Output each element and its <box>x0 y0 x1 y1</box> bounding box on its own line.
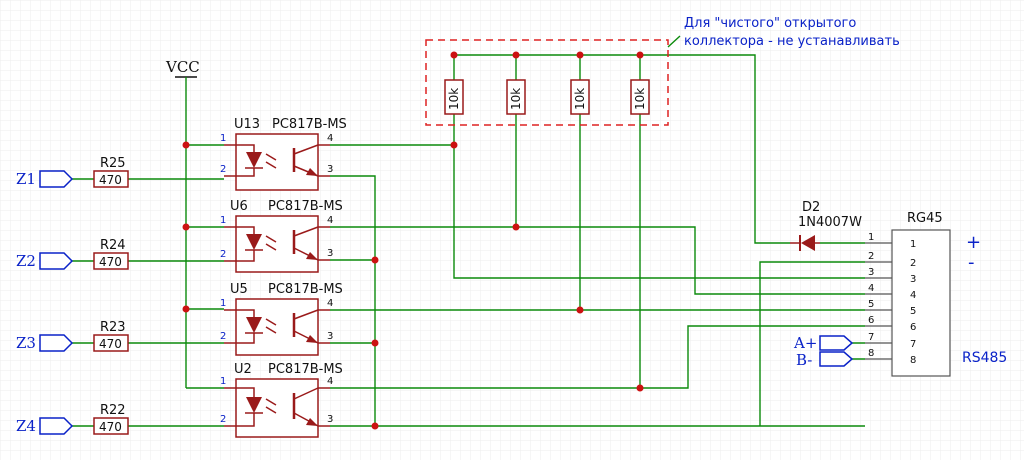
series-resistor <box>93 170 129 188</box>
input-port-icon <box>39 252 74 270</box>
conn-pin-inner: 7 <box>910 339 916 350</box>
input-port-label: Z1 <box>16 170 36 188</box>
optocoupler-u13: U13 PC817B-MS 1 2 3 4 <box>220 117 347 191</box>
minus-label: - <box>968 252 975 273</box>
conn-pin-outer: 1 <box>868 232 874 243</box>
connector-ref: RG45 <box>907 211 943 226</box>
series-resistor <box>93 334 129 352</box>
optocoupler-u5: U5 PC817B-MS 1 2 3 4 <box>220 282 343 356</box>
pullup-value: 10k <box>573 88 587 110</box>
b-port-icon <box>819 351 854 367</box>
dnp-region-box <box>425 39 669 126</box>
conn-pin-outer: 7 <box>868 332 874 343</box>
note-line-2: коллектора - не устанавливать <box>684 34 900 49</box>
optocoupler-u2: U2 PC817B-MS 1 2 3 4 <box>220 362 343 438</box>
pullup-resistors: 10k 10k 10k 10k <box>444 79 650 115</box>
opto-ref: U13 <box>234 117 260 132</box>
optocoupler-u6: U6 PC817B-MS 1 2 3 4 <box>220 199 343 273</box>
pin-3: 3 <box>327 414 333 425</box>
resistor-ref: R24 <box>100 238 126 253</box>
input-row-1: Z1 R25 470 <box>16 156 129 188</box>
input-port-label: Z3 <box>16 334 36 352</box>
conn-pin-inner: 5 <box>910 306 916 317</box>
pin-3: 3 <box>327 164 333 175</box>
input-row-4: Z4 R22 470 <box>16 403 129 435</box>
diode-ref: D2 <box>802 200 820 215</box>
series-resistor <box>93 252 129 270</box>
pullup-resistor-1: 10k <box>444 79 464 115</box>
plus-label: + <box>966 232 981 253</box>
a-port-icon <box>819 335 854 351</box>
diode-d2: D2 1N4007W <box>790 200 862 251</box>
junctions <box>182 51 644 430</box>
bus-ports: A+ B- <box>793 334 854 369</box>
b-port-label: B- <box>796 351 812 369</box>
series-resistor <box>93 417 129 435</box>
opto-part: PC817B-MS <box>268 282 343 297</box>
pin-1: 1 <box>220 133 226 144</box>
opto-ref: U2 <box>234 362 252 377</box>
conn-pin-outer: 2 <box>868 251 874 262</box>
resistor-value: 470 <box>99 255 122 269</box>
pin-2: 2 <box>220 164 226 175</box>
pin-1: 1 <box>220 376 226 387</box>
pin-4: 4 <box>327 215 333 226</box>
diode-part: 1N4007W <box>798 215 862 230</box>
pin-2: 2 <box>220 249 226 260</box>
conn-pin-outer: 4 <box>868 283 874 294</box>
conn-pin-inner: 1 <box>910 239 916 250</box>
pin-3: 3 <box>327 331 333 342</box>
conn-pin-outer: 5 <box>868 299 874 310</box>
input-port-icon <box>39 417 74 435</box>
pullup-resistor-4: 10k <box>630 79 650 115</box>
input-port-icon <box>39 334 74 352</box>
opto-part: PC817B-MS <box>268 362 343 377</box>
conn-pin-inner: 2 <box>910 258 916 269</box>
input-port-icon <box>39 170 74 188</box>
resistor-value: 470 <box>99 420 122 434</box>
conn-pin-outer: 6 <box>868 315 874 326</box>
pin-3: 3 <box>327 248 333 259</box>
pullup-resistor-2: 10k <box>506 79 526 115</box>
resistor-ref: R22 <box>100 403 126 418</box>
resistor-value: 470 <box>99 337 122 351</box>
connector-name: RS485 <box>962 350 1007 366</box>
conn-pin-inner: 4 <box>910 290 916 301</box>
pullup-value: 10k <box>447 88 461 110</box>
vcc-symbol: VCC <box>165 58 200 92</box>
conn-pin-outer: 8 <box>868 348 874 359</box>
opto-ref: U6 <box>230 199 248 214</box>
pin-2: 2 <box>220 331 226 342</box>
pullup-value: 10k <box>509 88 523 110</box>
input-row-3: Z3 R23 470 <box>16 320 129 352</box>
pin-2: 2 <box>220 414 226 425</box>
conn-pin-inner: 3 <box>910 274 916 285</box>
pin-4: 4 <box>327 376 333 387</box>
connector-rg45: RG45 1 2 3 4 5 6 7 8 1 2 3 4 5 6 7 8 + -… <box>865 211 1007 377</box>
pin-1: 1 <box>220 298 226 309</box>
pullup-value: 10k <box>633 88 647 110</box>
pin-4: 4 <box>327 298 333 309</box>
conn-pin-inner: 8 <box>910 355 916 366</box>
opto-ref: U5 <box>230 282 248 297</box>
pullup-resistor-3: 10k <box>570 79 590 115</box>
resistor-value: 470 <box>99 173 122 187</box>
opto-part: PC817B-MS <box>268 199 343 214</box>
a-port-label: A+ <box>793 334 817 352</box>
conn-pin-inner: 6 <box>910 322 916 333</box>
input-port-label: Z2 <box>16 252 36 270</box>
opto-part: PC817B-MS <box>272 117 347 132</box>
resistor-ref: R23 <box>100 320 126 335</box>
input-row-2: Z2 R24 470 <box>16 238 129 270</box>
pin-4: 4 <box>327 133 333 144</box>
note-line-1: Для "чистого" открытого <box>684 16 856 31</box>
conn-pin-outer: 3 <box>868 267 874 278</box>
vcc-label: VCC <box>165 58 200 76</box>
resistor-ref: R25 <box>100 156 126 171</box>
pin-1: 1 <box>220 215 226 226</box>
input-port-label: Z4 <box>16 417 36 435</box>
